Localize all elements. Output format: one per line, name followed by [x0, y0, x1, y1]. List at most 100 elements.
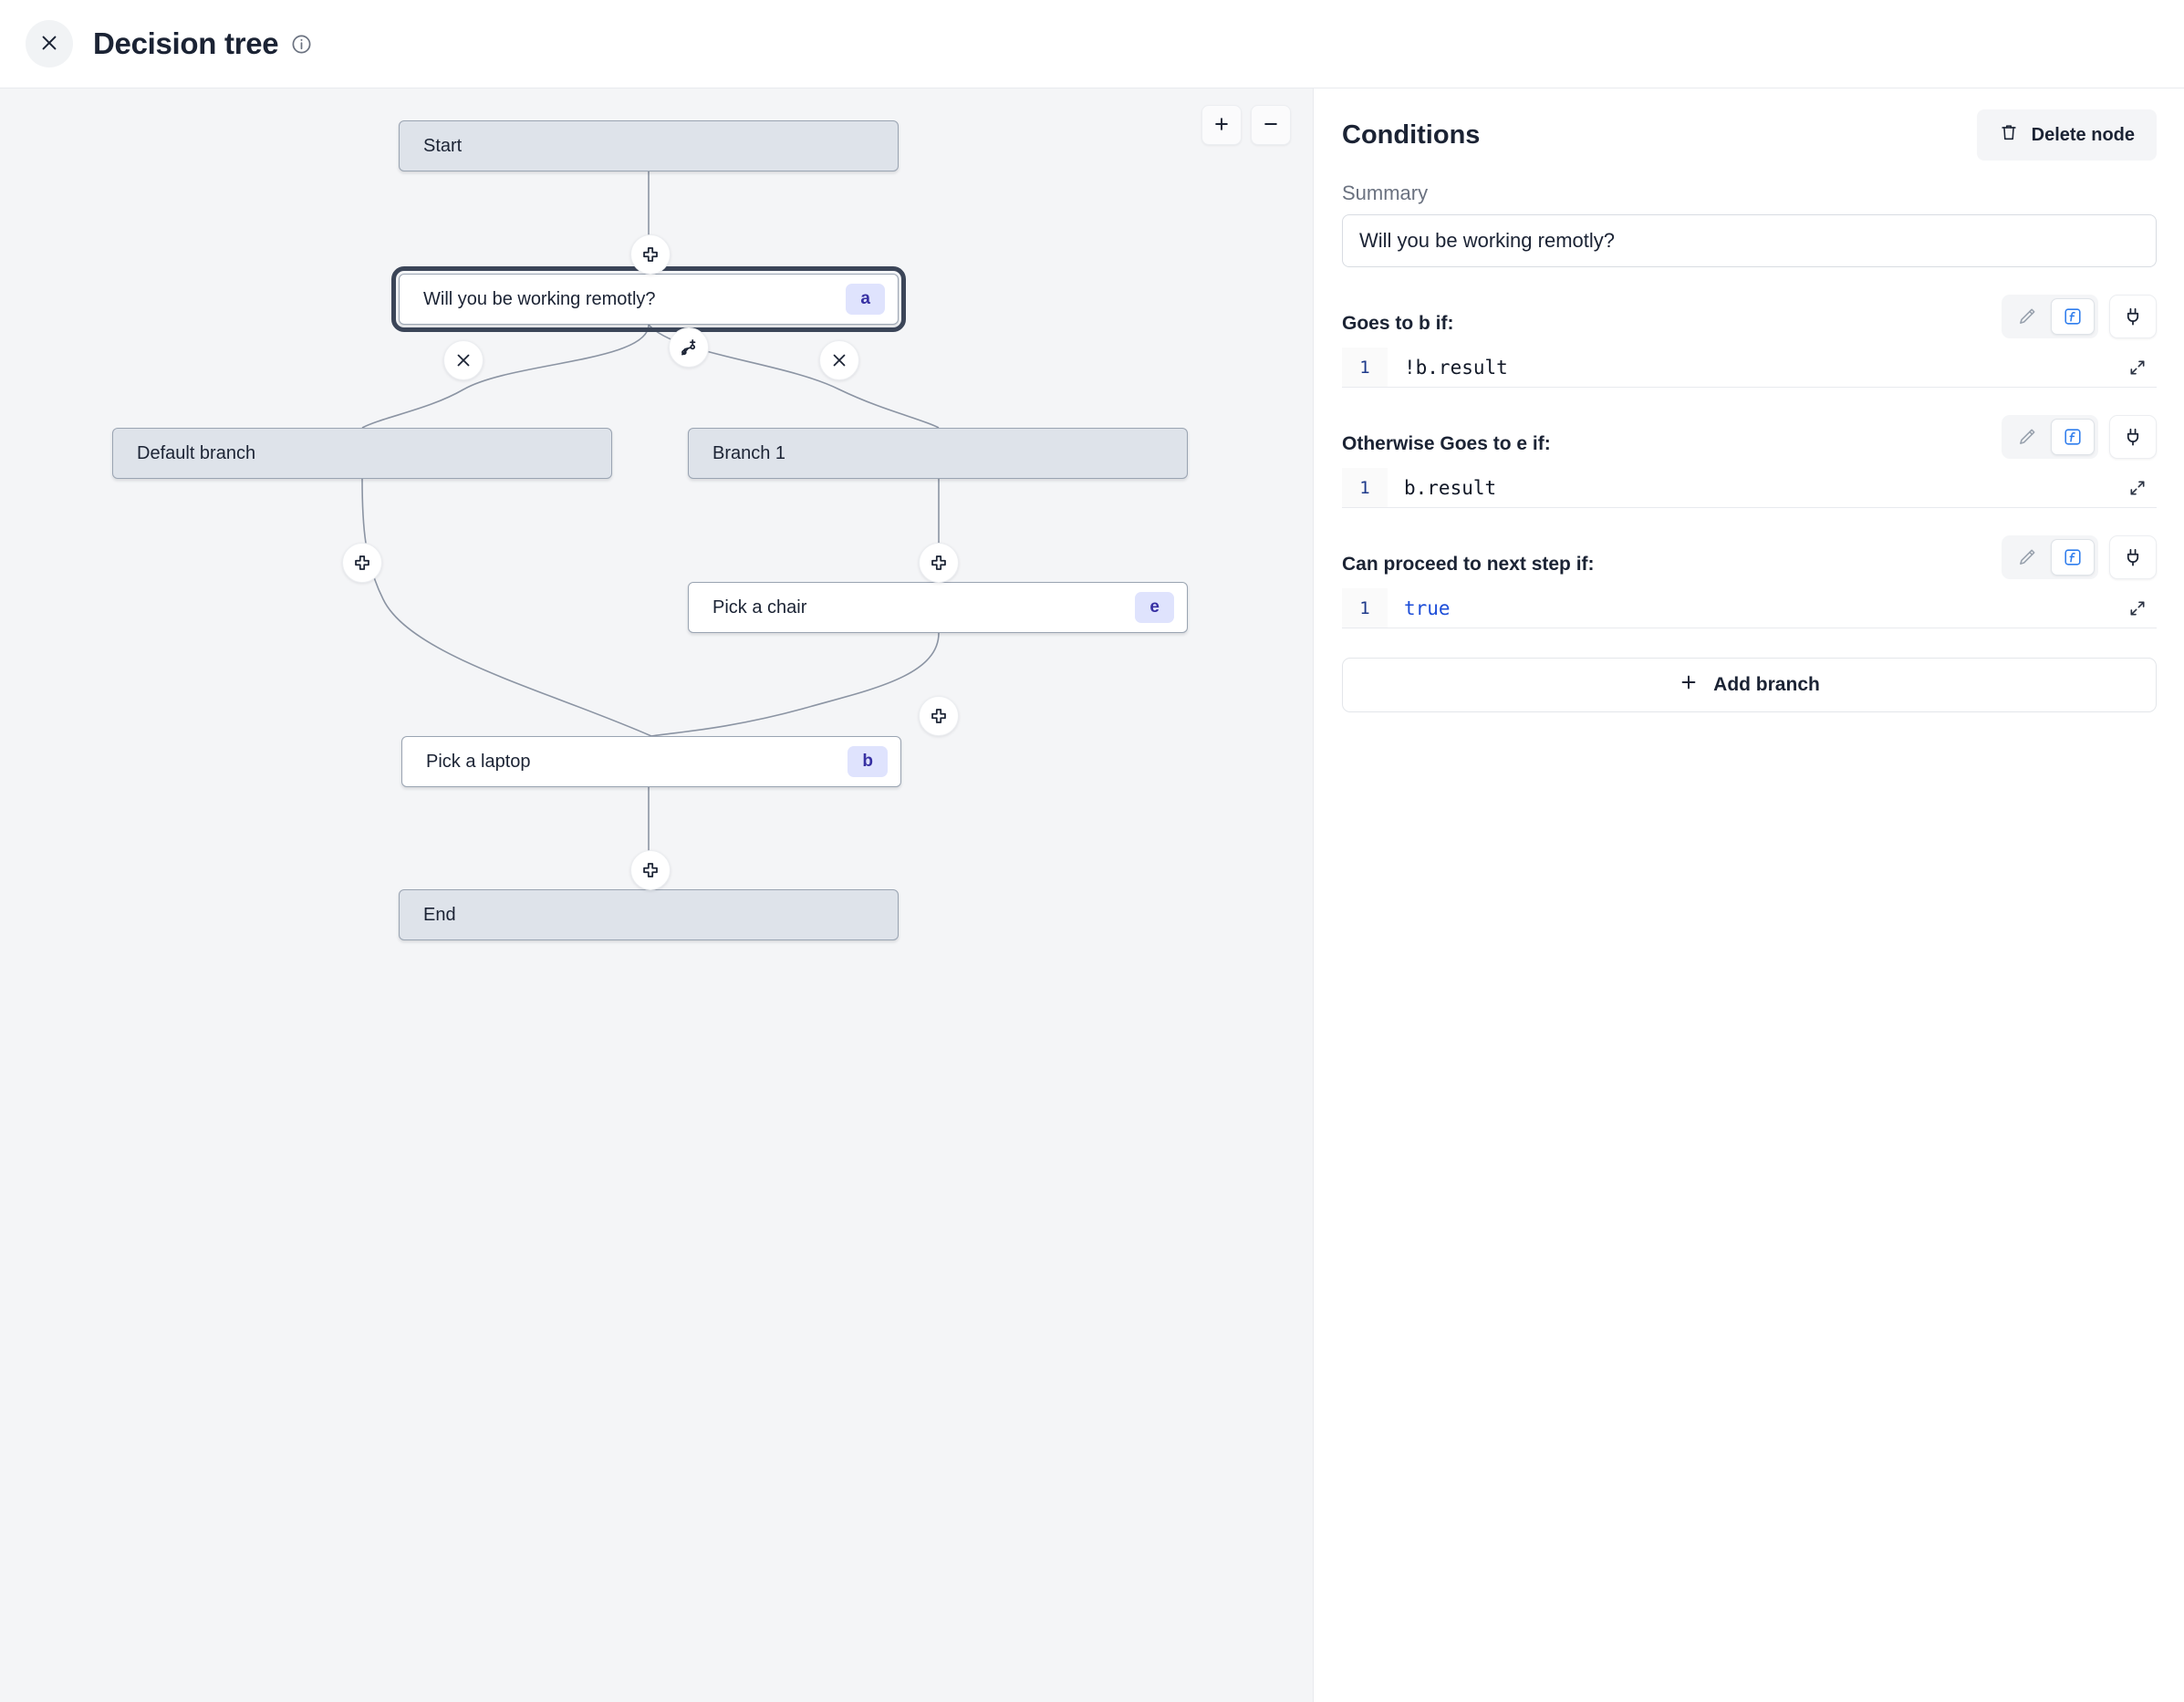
info-icon[interactable] [291, 34, 312, 55]
add-step-start-a-button[interactable] [630, 234, 671, 275]
flow-node-label: Branch 1 [712, 442, 786, 463]
edit-mode-button[interactable] [2005, 419, 2049, 455]
condition-tools [2002, 295, 2157, 338]
add-step-branch1-e-button[interactable] [919, 543, 959, 583]
expand-editor-button[interactable] [2120, 472, 2155, 504]
condition-title: Goes to b if: [1342, 313, 1454, 334]
summary-label: Summary [1342, 182, 1429, 204]
connect-button[interactable] [2109, 415, 2157, 459]
code-content[interactable]: !b.result [1404, 356, 1508, 379]
function-mode-button[interactable] [2051, 298, 2095, 335]
summary-input[interactable] [1342, 214, 2157, 267]
plus-node-icon [929, 706, 949, 726]
condition-title: Can proceed to next step if: [1342, 554, 1595, 575]
connect-button[interactable] [2109, 535, 2157, 579]
expand-icon [2128, 479, 2147, 497]
panel-header: Conditions Delete node [1342, 109, 2157, 161]
plug-icon [2123, 547, 2143, 567]
pencil-icon [2017, 306, 2037, 327]
flow-node-branch-1[interactable]: Branch 1 [688, 428, 1188, 479]
line-number: 1 [1342, 588, 1388, 628]
close-icon [39, 33, 59, 56]
code-editor[interactable]: 1 !b.result [1342, 348, 2157, 388]
flow-node-a[interactable]: Will you be working remotly? a [391, 266, 906, 332]
add-branch-button[interactable]: Add branch [1342, 658, 2157, 712]
code-content[interactable]: true [1404, 597, 1451, 619]
condition-block: Goes to b if: 1 !b.result [1342, 295, 2157, 388]
flow-node-label: Start [423, 135, 463, 156]
flow-node-b[interactable]: Pick a laptop b [401, 736, 901, 787]
flow-node-badge: b [848, 746, 888, 777]
close-icon [829, 350, 849, 370]
flow-node-end[interactable]: End [399, 889, 899, 940]
line-number: 1 [1342, 468, 1388, 507]
condition-tools [2002, 535, 2157, 579]
plus-icon [1212, 115, 1231, 136]
remove-branch-1-button[interactable] [819, 340, 859, 380]
expand-editor-button[interactable] [2120, 351, 2155, 384]
editor-mode-toggle [2002, 535, 2098, 579]
flow-node-label: Pick a laptop [426, 751, 531, 772]
close-icon [453, 350, 473, 370]
function-icon [2063, 427, 2083, 447]
plus-icon [1679, 672, 1699, 698]
condition-block: Can proceed to next step if: 1 true [1342, 535, 2157, 628]
remove-default-branch-button[interactable] [443, 340, 484, 380]
condition-tools [2002, 415, 2157, 459]
code-editor[interactable]: 1 b.result [1342, 468, 2157, 508]
editor-mode-toggle [2002, 415, 2098, 459]
trash-icon [1999, 122, 2019, 148]
add-branch-icon [679, 337, 699, 358]
delete-node-label: Delete node [2031, 124, 2135, 145]
expand-editor-button[interactable] [2120, 592, 2155, 625]
delete-node-button[interactable]: Delete node [1976, 109, 2157, 161]
flow-node-badge: a [846, 284, 885, 315]
condition-title: Otherwise Goes to e if: [1342, 433, 1551, 454]
line-number: 1 [1342, 348, 1388, 387]
condition-header: Can proceed to next step if: [1342, 535, 2157, 579]
editor-mode-toggle [2002, 295, 2098, 338]
expand-icon [2128, 599, 2147, 617]
flow-node-label: Pick a chair [712, 597, 807, 617]
flow-node-label: End [423, 904, 456, 925]
flow-node-badge: e [1135, 592, 1174, 623]
zoom-controls [1201, 105, 1291, 145]
condition-header: Goes to b if: [1342, 295, 2157, 338]
pencil-icon [2017, 547, 2037, 567]
conditions-panel: Conditions Delete node Summary Goes to b… [1315, 88, 2184, 1702]
add-step-e-b-button[interactable] [919, 696, 959, 736]
plug-icon [2123, 427, 2143, 447]
plug-icon [2123, 306, 2143, 327]
plus-node-icon [352, 553, 372, 573]
add-branch-label: Add branch [1713, 674, 1820, 695]
function-mode-button[interactable] [2051, 419, 2095, 455]
zoom-in-button[interactable] [1201, 105, 1242, 145]
plus-node-icon [929, 553, 949, 573]
add-branch-a-button[interactable] [669, 327, 709, 368]
minus-icon [1262, 115, 1280, 136]
function-mode-button[interactable] [2051, 539, 2095, 576]
zoom-out-button[interactable] [1251, 105, 1291, 145]
plus-node-icon [640, 244, 660, 265]
function-icon [2063, 306, 2083, 327]
close-button[interactable] [26, 20, 73, 67]
function-icon [2063, 547, 2083, 567]
flow-node-e[interactable]: Pick a chair e [688, 582, 1188, 633]
edit-mode-button[interactable] [2005, 539, 2049, 576]
add-step-b-end-button[interactable] [630, 850, 671, 890]
panel-title: Conditions [1342, 119, 1481, 150]
flow-node-label: Will you be working remotly? [423, 288, 656, 309]
page-title: Decision tree [93, 26, 279, 60]
connect-button[interactable] [2109, 295, 2157, 338]
code-editor[interactable]: 1 true [1342, 588, 2157, 628]
flow-node-start[interactable]: Start [399, 120, 899, 171]
edit-mode-button[interactable] [2005, 298, 2049, 335]
code-content[interactable]: b.result [1404, 476, 1497, 499]
condition-header: Otherwise Goes to e if: [1342, 415, 2157, 459]
flow-node-default-branch[interactable]: Default branch [112, 428, 612, 479]
expand-icon [2128, 358, 2147, 377]
add-step-default-b-button[interactable] [342, 543, 382, 583]
top-bar: Decision tree [0, 0, 2184, 88]
